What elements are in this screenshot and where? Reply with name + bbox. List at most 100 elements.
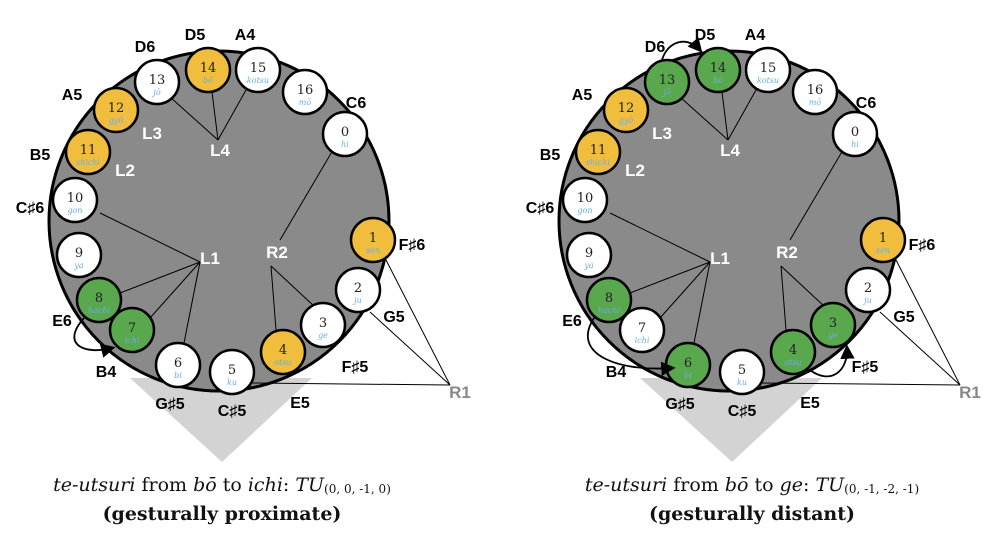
hole-circle	[809, 301, 857, 349]
hole-syllable: ya	[73, 261, 84, 270]
hole-number: 3	[829, 316, 837, 331]
connector-line	[894, 257, 961, 386]
hole-0: 0hi	[831, 110, 879, 158]
hole-number: 5	[228, 363, 236, 378]
hole-circle	[51, 176, 99, 224]
hole-circle	[859, 216, 907, 264]
hole-syllable: ya	[583, 261, 594, 270]
hole-number: 16	[297, 83, 314, 98]
hole-syllable: kotsu	[757, 76, 779, 85]
connector-line	[183, 261, 201, 344]
hole-syllable: sen	[876, 246, 890, 255]
hole-syllable: ichi	[125, 336, 140, 345]
hole-syllable: bō	[713, 76, 723, 85]
connector-line	[119, 261, 201, 294]
pitch-label: A5	[62, 87, 83, 104]
pitch-label: A4	[235, 27, 256, 44]
hole-syllable: mō	[809, 98, 822, 107]
hole-syllable: hi	[851, 140, 859, 149]
group-label: L3	[652, 124, 672, 143]
hole-3: 3ge	[809, 301, 857, 349]
hole-syllable: shichi	[586, 158, 610, 167]
hole-number: 8	[95, 291, 103, 306]
pitch-label: F♯5	[852, 359, 879, 376]
connector-line	[780, 265, 826, 308]
pitch-label: E6	[52, 313, 72, 330]
pitch-label: C6	[346, 95, 367, 112]
hole-circle	[184, 46, 232, 94]
hole-number: 3	[319, 316, 327, 331]
hole-circle	[561, 176, 609, 224]
hole-9: 9ya	[565, 231, 613, 279]
bell-triangle	[130, 378, 312, 462]
hole-syllable: ju	[862, 296, 872, 305]
hole-number: 13	[149, 73, 166, 88]
pitch-label: D5	[695, 27, 716, 44]
hole-syllable: hi	[341, 140, 349, 149]
hole-syllable: jō	[151, 88, 160, 97]
hole-number: 11	[80, 143, 97, 158]
hole-syllable: otsu	[274, 358, 291, 367]
transition-arrow	[809, 344, 855, 378]
hole-syllable: ge	[318, 331, 328, 340]
group-label: R2	[266, 243, 288, 262]
hole-number: 12	[108, 101, 125, 116]
caption-right-note: (gesturally distant)	[649, 503, 855, 525]
hole-circle	[565, 231, 613, 279]
hole-number: 6	[684, 356, 692, 371]
hole-syllable: ge	[828, 331, 838, 340]
hole-circle	[92, 86, 140, 134]
connector-line	[249, 382, 451, 386]
connector-line	[693, 261, 711, 344]
hole-circle	[744, 46, 792, 94]
hole-number: 7	[638, 321, 646, 336]
group-label: L4	[720, 141, 740, 160]
hole-number: 8	[605, 291, 613, 306]
hole-syllable: gon	[67, 206, 82, 215]
hole-syllable: bi	[684, 371, 692, 380]
hole-circle	[259, 328, 307, 376]
hole-circle	[108, 306, 156, 354]
connector-line	[279, 149, 334, 241]
pitch-label: G♯5	[665, 396, 694, 413]
caption-left-note: (gesturally proximate)	[102, 503, 342, 525]
hole-number: 7	[128, 321, 136, 336]
pitch-label: F♯5	[342, 359, 369, 376]
caption-right: te-utsuri from bō to ge: TU(0, -1, -2, -…	[584, 474, 920, 496]
connector-line	[789, 149, 844, 241]
pitch-label: C♯5	[728, 403, 757, 420]
group-label: L2	[625, 161, 645, 180]
hole-number: 6	[174, 356, 182, 371]
hole-circle	[791, 68, 839, 116]
pitch-label: E5	[800, 395, 820, 412]
pitch-label: C6	[856, 95, 877, 112]
hole-number: 2	[864, 281, 872, 296]
hole-syllable: hachi	[88, 306, 111, 315]
hole-circle	[64, 128, 112, 176]
transition-arrow	[661, 37, 703, 61]
pitch-label: F♯6	[909, 237, 936, 254]
hole-syllable: shichi	[76, 158, 100, 167]
transition-arrow	[587, 317, 676, 377]
pitch-label: C♯6	[16, 200, 45, 217]
hole-syllable: bō	[203, 76, 213, 85]
hole-number: 1	[879, 231, 887, 246]
hole-number: 0	[341, 125, 349, 140]
hole-circle	[133, 58, 181, 106]
connector-line	[99, 212, 201, 263]
connector-line	[721, 91, 729, 141]
hole-6: 6bi	[664, 341, 712, 389]
hole-number: 5	[738, 363, 746, 378]
hole-circle	[585, 276, 633, 324]
diagram-right: 0hi1sen2ju3ge4otsu5ku6bi7ichi8hachi9ya10…	[526, 27, 981, 462]
